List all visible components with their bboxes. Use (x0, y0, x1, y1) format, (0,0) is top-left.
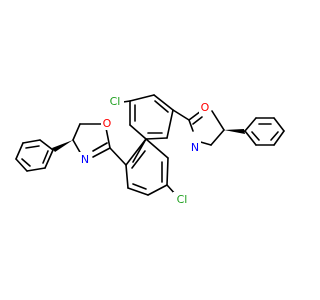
left-phenyl-ring (15, 139, 54, 172)
wedge-bond-left (52, 140, 73, 152)
n-left-label-bg (79, 152, 91, 166)
lower-aryl-ring (125, 138, 169, 196)
nitrogen-atom-right: N (191, 141, 199, 154)
oxygen-atom-left: O (103, 117, 112, 130)
left-oxazoline-ring (72, 123, 127, 166)
chlorine-atom-bottom: Cl (177, 193, 188, 206)
molecule-structure: Cl Cl O N O N (15, 94, 285, 206)
n-right-label-bg (189, 140, 201, 154)
o-right-label-bg (199, 100, 211, 114)
right-oxazoline-ring (172, 109, 225, 146)
oxygen-atom-right: O (201, 101, 210, 114)
bond-cl-top (122, 100, 131, 103)
o-left-label-bg (101, 116, 113, 130)
upper-aryl-ring (129, 94, 174, 140)
cl-bottom-label-bg (173, 192, 191, 205)
cl-top-label-bg (106, 94, 124, 107)
structure-canvas: Cl Cl O N O N (15, 94, 285, 206)
nitrogen-atom-left: N (81, 153, 89, 166)
wedge-bond-right (224, 129, 245, 134)
right-phenyl-ring (244, 117, 285, 146)
chlorine-atom-top: Cl (110, 95, 121, 108)
